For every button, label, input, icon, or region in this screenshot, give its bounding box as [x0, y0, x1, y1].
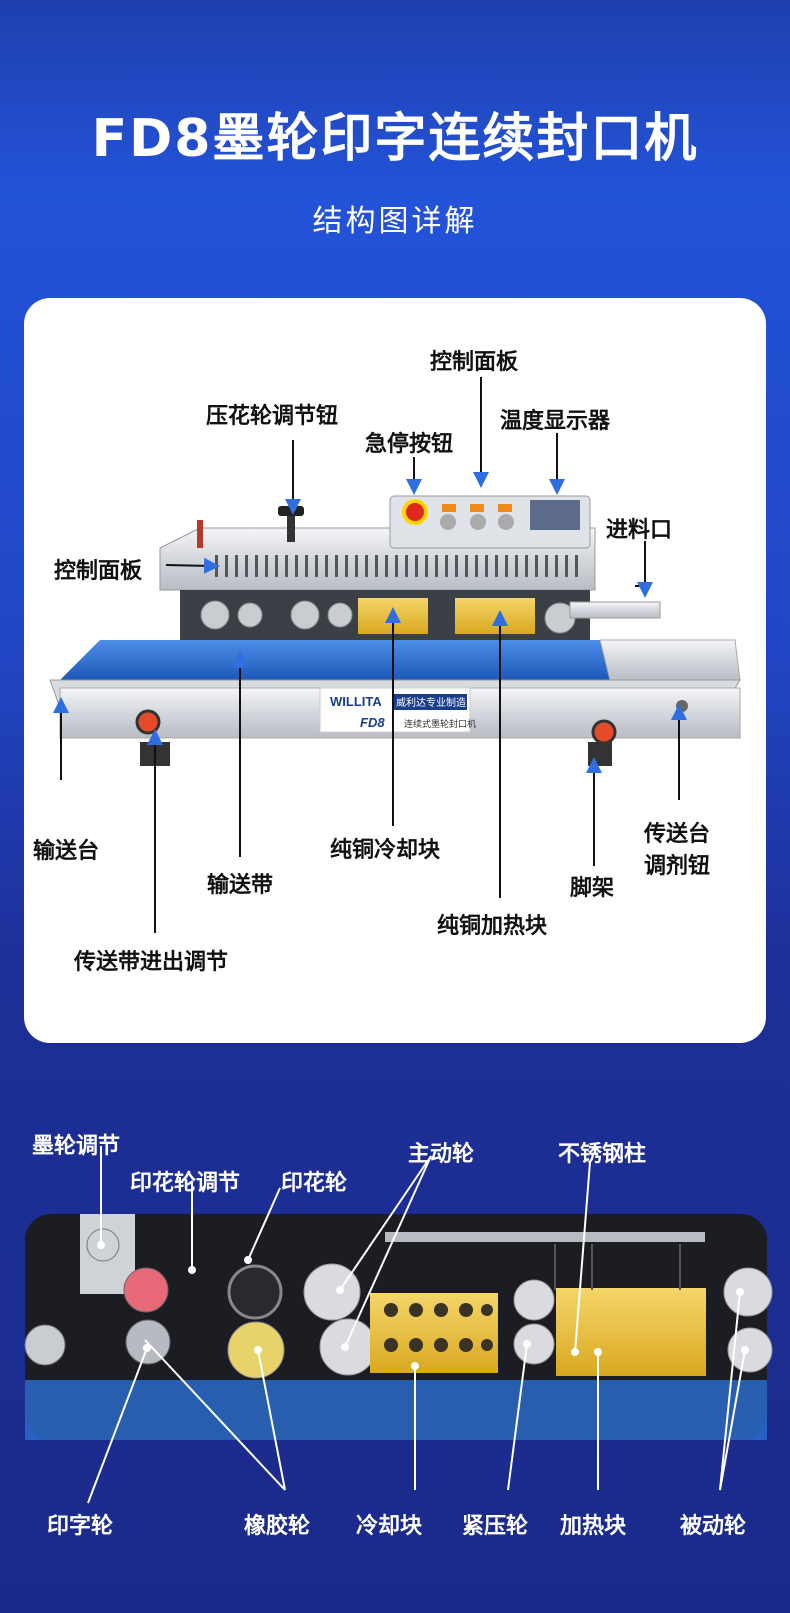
label-table-adjust-1: 传送台: [644, 822, 711, 847]
label-copper-cooling: 纯铜冷却块: [330, 838, 441, 863]
brand-logo: WILLITA: [330, 694, 382, 709]
label-embossing-knob: 压花轮调节钮: [206, 404, 339, 429]
label-copper-heating: 纯铜加热块: [437, 914, 548, 939]
label-feed-inlet: 进料口: [606, 518, 673, 543]
label-rubber-wheel: 橡胶轮: [244, 1514, 311, 1539]
label-heating-block: 加热块: [560, 1514, 627, 1539]
label-control-panel-left: 控制面板: [54, 559, 143, 584]
label-ink-wheel-adjust: 墨轮调节: [32, 1134, 121, 1159]
label-print-wheel: 印字轮: [47, 1514, 114, 1539]
label-temp-display: 温度显示器: [500, 409, 611, 434]
label-belt-adjust: 传送带进出调节: [74, 950, 229, 975]
label-emboss-wheel-adjust: 印花轮调节: [130, 1171, 241, 1196]
model-text: FD8: [360, 715, 385, 730]
brand-tagline: 威利达专业制造: [396, 696, 466, 709]
page-title: FD8墨轮印字连续封口机: [91, 109, 699, 169]
label-pressure-wheel: 紧压轮: [462, 1514, 529, 1539]
label-drive-wheel: 主动轮: [408, 1142, 475, 1167]
model-desc: 连续式墨轮封口机: [404, 718, 476, 730]
page-subtitle: 结构图详解: [312, 204, 478, 239]
conveyor: WILLITA 威利达专业制造 FD8 连续式墨轮封口机: [49, 639, 741, 766]
label-conveyor-table: 输送台: [33, 839, 100, 864]
label-conveyor-belt: 输送带: [207, 873, 274, 898]
label-emergency-stop: 急停按钮: [365, 432, 454, 457]
detail-illustration: [24, 1214, 773, 1440]
label-control-panel-top: 控制面板: [430, 350, 519, 375]
label-foot-stand: 脚架: [570, 876, 615, 901]
machine-body: [159, 495, 661, 640]
label-stainless-column: 不锈钢柱: [558, 1142, 647, 1167]
label-emboss-wheel: 印花轮: [281, 1171, 348, 1196]
label-table-adjust-2: 调剂钮: [644, 854, 711, 879]
label-driven-wheel: 被动轮: [680, 1514, 747, 1539]
label-cooling-block: 冷却块: [356, 1514, 423, 1539]
